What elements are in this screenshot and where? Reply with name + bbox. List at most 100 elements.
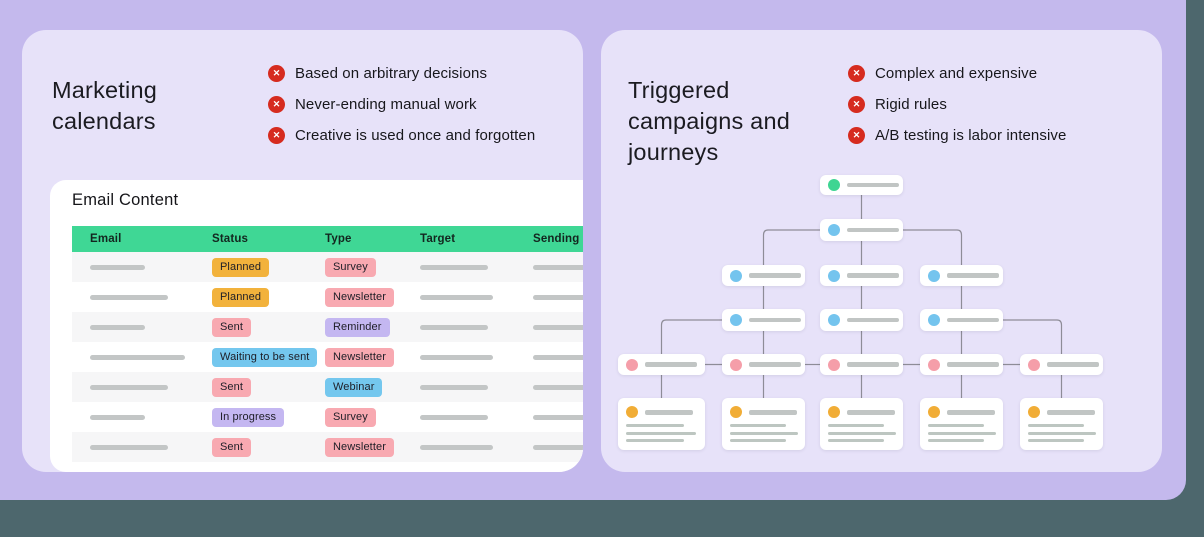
flow-end-card	[722, 398, 805, 450]
table-row: In progress Survey	[72, 402, 583, 432]
flow-node	[618, 354, 705, 375]
card-text-line	[730, 431, 798, 435]
sending-placeholder-bar	[533, 294, 583, 300]
node-placeholder-bar	[749, 362, 801, 367]
pain-points-list: ✕Complex and expensive ✕ Rigid rules ✕ A/B t…	[848, 63, 1066, 145]
node-placeholder-bar	[947, 273, 999, 278]
card-text-line	[928, 431, 996, 435]
node-placeholder-bar	[749, 317, 801, 323]
column-header: Sending	[533, 233, 580, 245]
email-placeholder-bar	[90, 384, 168, 390]
node-dot-icon	[1028, 358, 1040, 371]
flow-node	[820, 309, 903, 331]
node-dot-icon	[828, 179, 840, 191]
node-placeholder-bar	[749, 273, 801, 278]
column-header: Email	[90, 233, 122, 245]
status-badge: Planned	[212, 257, 270, 277]
error-x-icon: ✕	[268, 126, 285, 144]
node-placeholder-bar	[847, 227, 899, 233]
pain-point-label: Creative is used once and forgotten	[295, 126, 536, 144]
type-badge: Survey	[325, 407, 376, 427]
flow-end-card	[1020, 398, 1103, 450]
pain-point-label: A/B testing is labor intensive	[875, 126, 1067, 144]
pain-point-item: ✕Complex and expensive	[848, 63, 1066, 83]
status-badge: In progress	[212, 407, 285, 427]
flow-connector	[903, 229, 963, 265]
error-x-icon: ✕	[848, 126, 865, 144]
type-badge: Survey	[325, 257, 376, 277]
flow-node	[820, 219, 903, 241]
flow-node	[920, 354, 1003, 375]
card-text-line	[828, 424, 884, 427]
node-dot-icon	[928, 358, 940, 371]
error-x-icon: ✕	[268, 95, 285, 113]
node-dot-icon	[730, 406, 742, 418]
card-text-line	[730, 424, 786, 427]
target-placeholder-bar	[420, 324, 488, 330]
flow-node	[722, 354, 805, 375]
sending-placeholder-bar	[533, 414, 583, 420]
node-placeholder-bar	[947, 317, 999, 323]
card-header-bar	[947, 410, 995, 415]
card-text-line	[1028, 439, 1084, 442]
type-badge: Newsletter	[325, 287, 394, 307]
card-text-line	[828, 431, 896, 435]
flow-connector	[660, 319, 722, 354]
node-dot-icon	[928, 406, 940, 418]
marketing-calendars-panel: Marketing calendars ✕Based on arbitrary …	[22, 30, 583, 472]
flow-node	[920, 265, 1003, 286]
status-badge: Sent	[212, 317, 252, 337]
target-placeholder-bar	[420, 354, 493, 360]
status-badge: Planned	[212, 287, 270, 307]
node-placeholder-bar	[1047, 362, 1099, 367]
pain-point-label: Never-ending manual work	[295, 95, 477, 113]
node-dot-icon	[828, 269, 840, 282]
node-dot-icon	[730, 269, 742, 282]
node-dot-icon	[730, 314, 742, 326]
table-row: Planned Survey	[72, 252, 583, 282]
pain-point-label: Rigid rules	[875, 95, 947, 113]
sending-placeholder-bar	[533, 324, 583, 330]
column-header: Target	[420, 233, 456, 245]
error-x-icon: ✕	[848, 95, 865, 113]
pain-points-list: ✕Based on arbitrary decisions✕Never-endi…	[268, 63, 535, 145]
node-placeholder-bar	[847, 273, 899, 278]
node-placeholder-bar	[847, 317, 899, 323]
sending-placeholder-bar	[533, 384, 583, 390]
email-placeholder-bar	[90, 324, 145, 330]
flow-end-card	[618, 398, 705, 450]
email-placeholder-bar	[90, 264, 145, 270]
status-badge: Sent	[212, 437, 252, 457]
table-header-row: Email Status Type Target Sending	[72, 226, 583, 252]
node-dot-icon	[828, 406, 840, 418]
target-placeholder-bar	[420, 264, 488, 270]
card-header-bar	[645, 410, 693, 415]
target-placeholder-bar	[420, 384, 488, 390]
flow-connector-lines	[660, 195, 1063, 398]
node-placeholder-bar	[847, 182, 899, 188]
journey-flowchart	[601, 30, 1162, 472]
card-header-bar	[847, 410, 895, 415]
pain-point-label: Complex and expensive	[875, 64, 1038, 82]
card-text-line	[928, 439, 984, 442]
node-dot-icon	[928, 269, 940, 282]
flow-node	[722, 265, 805, 286]
card-text-line	[730, 439, 786, 442]
column-header: Type	[325, 233, 352, 245]
target-placeholder-bar	[420, 444, 493, 450]
card-header-bar	[749, 410, 797, 415]
target-placeholder-bar	[420, 414, 488, 420]
email-placeholder-bar	[90, 354, 185, 360]
node-dot-icon	[626, 358, 638, 371]
card-text-line	[626, 431, 696, 435]
status-badge: Sent	[212, 377, 252, 397]
flow-end-card	[920, 398, 1003, 450]
card-text-line	[626, 439, 684, 442]
column-header: Status	[212, 233, 249, 245]
pain-point-item: ✕ Creative is used once and forgotten	[268, 125, 535, 145]
flow-node	[820, 354, 903, 375]
email-placeholder-bar	[90, 414, 145, 420]
